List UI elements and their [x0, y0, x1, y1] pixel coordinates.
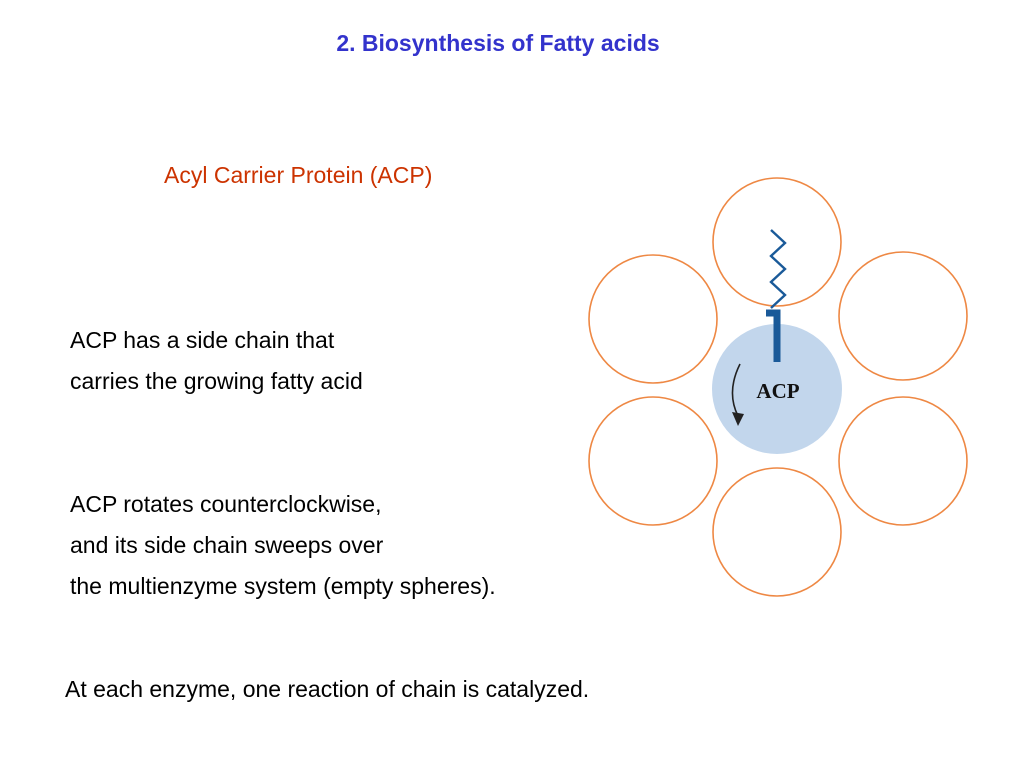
slide-title: 2. Biosynthesis of Fatty acids: [336, 30, 660, 56]
rotation-arrowhead-icon: [732, 412, 744, 426]
paragraph-rotation: ACP rotates counterclockwise, and its si…: [70, 484, 496, 607]
fatty-acid-chain: [769, 229, 787, 309]
enzyme-sphere-upper-left: [588, 254, 718, 384]
multienzyme-diagram: ACP: [588, 177, 968, 597]
acp-sphere: [712, 324, 842, 454]
rotation-arrow-icon: [731, 363, 741, 417]
footer-text: At each enzyme, one reaction of chain is…: [65, 676, 590, 702]
slide-subtitle: Acyl Carrier Protein (ACP): [164, 162, 433, 188]
phosphopantetheine-arm: [766, 309, 781, 362]
enzyme-sphere-lower-left: [588, 396, 718, 526]
acp-label: ACP: [756, 379, 799, 403]
paragraph-line: carries the growing fatty acid: [70, 368, 363, 394]
paragraph-line: the multienzyme system (empty spheres).: [70, 573, 496, 599]
enzyme-sphere-upper-right: [838, 251, 968, 381]
paragraph-side-chain: ACP has a side chain that carries the gr…: [70, 320, 363, 402]
enzyme-sphere-top: [712, 177, 842, 307]
paragraph-line: ACP has a side chain that: [70, 327, 335, 353]
enzyme-sphere-lower-right: [838, 396, 968, 526]
paragraph-line: ACP rotates counterclockwise,: [70, 491, 382, 517]
paragraph-line: and its side chain sweeps over: [70, 532, 384, 558]
enzyme-sphere-bottom: [712, 467, 842, 597]
